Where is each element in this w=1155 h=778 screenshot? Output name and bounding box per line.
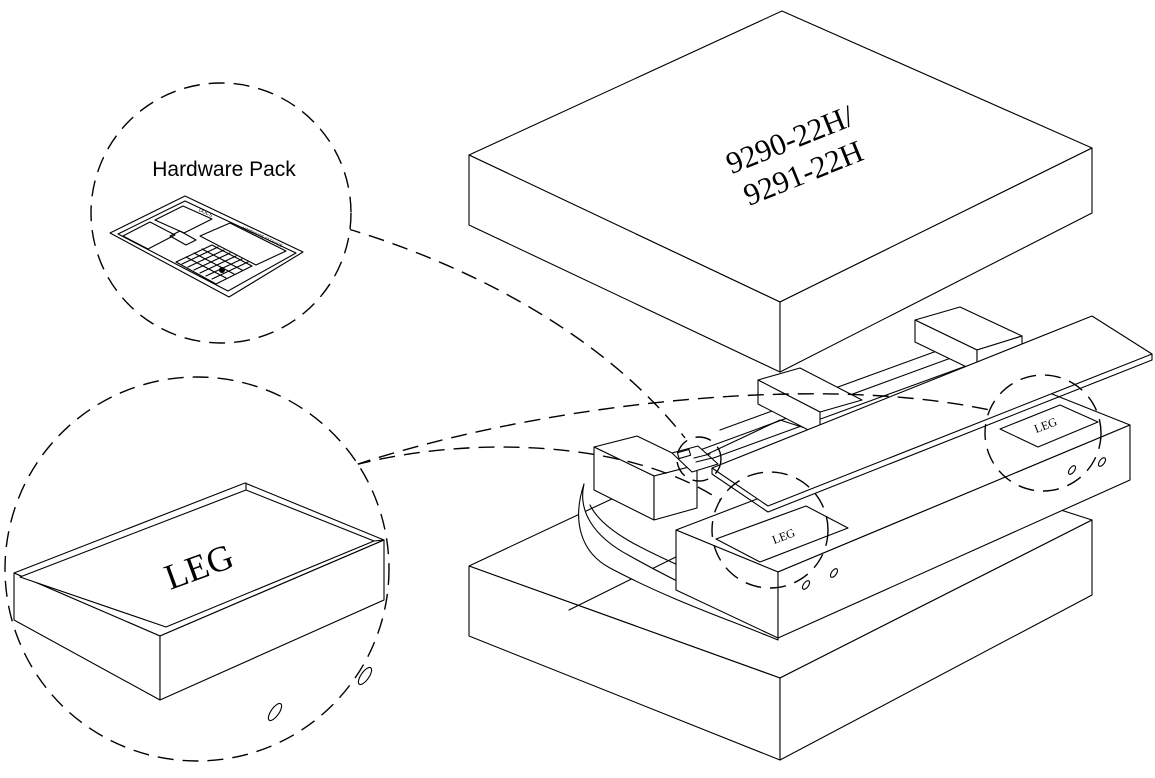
detail-circle-leg-left: [711, 471, 829, 589]
hardware-pack-callout: Hardware Pack DOCS HARDWARE PACKAGE: [90, 82, 352, 344]
leader-leg-lower: [354, 446, 721, 501]
inner-contents: LEG LEG: [578, 306, 1153, 641]
hardware-pack-label: Hardware Pack: [152, 158, 296, 181]
detail-circle-leg-right: [984, 374, 1102, 492]
pack-text-docs: DOCS: [198, 207, 214, 219]
leader-hardware-pack: [344, 227, 686, 439]
leader-leg-upper: [354, 393, 991, 466]
hardware-pack-sheet: DOCS HARDWARE PACKAGE: [109, 195, 304, 298]
top-box: 9290-22H/ 9291-22H: [468, 10, 1093, 373]
leg-detail-callout: LEG: [4, 376, 390, 762]
detail-circle-pack: [676, 436, 722, 482]
